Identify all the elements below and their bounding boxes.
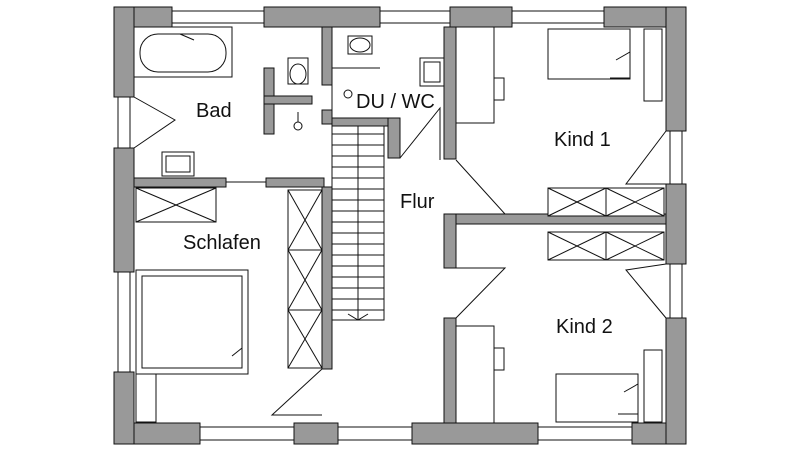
desk-kind2 [455, 325, 505, 424]
staircase [331, 125, 385, 321]
shower-wc [332, 67, 380, 99]
room-label-kind1: Kind 1 [554, 129, 611, 151]
desk-kind1 [455, 26, 505, 124]
outer-walls [113, 6, 687, 445]
room-label-du-wc: DU / WC [356, 91, 435, 113]
bathtub [133, 26, 233, 78]
toilet-wc [347, 35, 373, 55]
room-label-schlafen: Schlafen [183, 232, 261, 254]
bed-schlafen [135, 269, 249, 423]
wardrobe-kind2 [547, 231, 665, 261]
wardrobe-schlafen [287, 189, 323, 369]
wardrobe-kind1 [547, 187, 665, 217]
shower-drain [293, 112, 303, 131]
toilet-bad [287, 57, 309, 85]
room-label-kind2: Kind 2 [556, 316, 613, 338]
room-label-bad: Bad [196, 100, 232, 122]
room-label-flur: Flur [400, 191, 435, 213]
sink-bad [161, 151, 195, 177]
bed-kind1 [547, 28, 663, 102]
windows [117, 10, 683, 441]
dresser-schlafen [135, 187, 217, 223]
sink-wc [419, 57, 445, 87]
inner-walls [133, 26, 667, 424]
bed-kind2 [555, 349, 663, 423]
doors [133, 85, 667, 416]
